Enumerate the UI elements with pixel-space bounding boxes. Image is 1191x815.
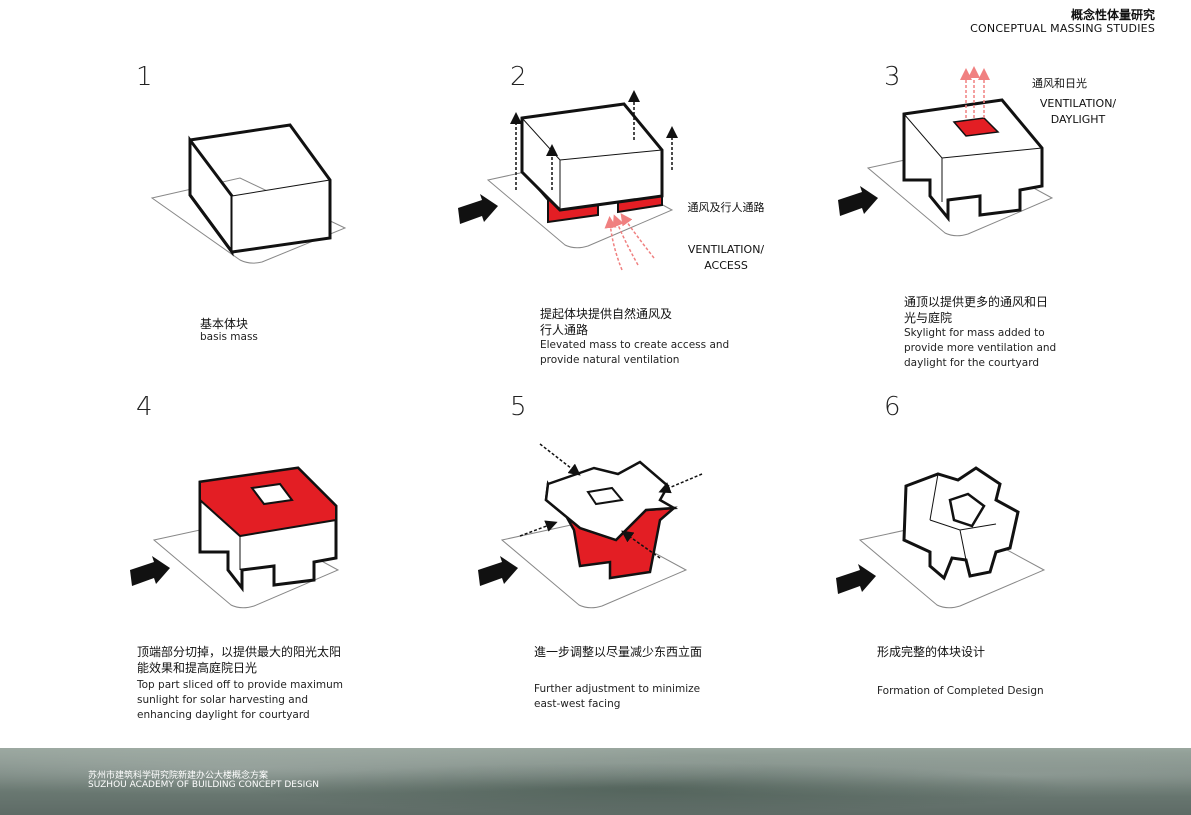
ground-plane-3 (866, 147, 1054, 237)
step-6-number: 6 (884, 392, 901, 422)
step-6-caption-en: Formation of Completed Design (877, 685, 1044, 697)
header-title-cn: 概念性体量研究 (1070, 8, 1155, 22)
ground-plane-6 (858, 519, 1046, 609)
step-3-caption-cn: 通顶以提供更多的通风和日光与庭院 (904, 295, 1049, 325)
mass-outline-1 (188, 123, 332, 254)
courtyard-opening-4 (250, 482, 294, 506)
wind-arrow-3 (838, 186, 878, 216)
footer-landscape-banner: 苏州市建筑科学研究院新建办公大楼概念方案 SUZHOU ACADEMY OF B… (0, 748, 1191, 815)
diagram-6 (836, 466, 1046, 609)
diagram-4 (130, 466, 340, 609)
wind-arrow-5 (478, 556, 518, 586)
step-3-caption-en: Skylight for mass added to provide more … (904, 327, 1057, 369)
step-6-caption-cn: 形成完整的体块设计 (877, 645, 986, 659)
step-2-label-cn: 通风及行人通路 (687, 201, 765, 214)
step-4-caption-en: Top part sliced off to provide maximum s… (137, 679, 344, 721)
wind-arrow-2 (458, 194, 498, 224)
step-5-number: 5 (510, 392, 527, 422)
ground-plane-2 (486, 159, 674, 249)
step-3-number: 3 (884, 62, 901, 92)
step-5-caption-en: Further adjustment to minimize east-west… (534, 683, 701, 710)
courtyard-opening-6 (948, 492, 986, 528)
step-2-caption-cn: 提起体块提供自然通风及行人通路 (540, 307, 673, 337)
step-1-caption-en: basis mass (200, 331, 258, 343)
ground-plane-5 (500, 519, 688, 609)
step-3-label-en: VENTILATION/ DAYLIGHT (1039, 97, 1117, 126)
step-2-number: 2 (510, 62, 527, 92)
step-1-number: 1 (136, 62, 153, 92)
wind-arrow-4 (130, 556, 170, 586)
mass-side-1 (188, 135, 234, 257)
wind-arrow-6 (836, 564, 876, 594)
footer-title-en: SUZHOU ACADEMY OF BUILDING CONCEPT DESIG… (88, 780, 320, 790)
step-2-caption-en: Elevated mass to create access and provi… (540, 339, 730, 366)
header-title-en: CONCEPTUAL MASSING STUDIES (970, 22, 1155, 35)
step-5-caption-cn: 進一步调整以尽量减少东西立面 (534, 645, 703, 659)
diagram-1 (150, 123, 347, 264)
step-1-caption-cn: 基本体块 (200, 317, 249, 331)
diagram-2 (458, 90, 678, 271)
step-4-caption-cn: 顶端部分切掉，以提供最大的阳光太阳能效果和提高庭院日光 (137, 645, 342, 675)
step-4-number: 4 (136, 392, 153, 422)
diagram-5 (478, 443, 703, 609)
step-3-label-cn: 通风和日光 (1032, 77, 1087, 90)
mass-outline-3 (902, 98, 1044, 223)
skylight-red-3 (952, 117, 1000, 137)
diagram-3 (838, 66, 1054, 237)
footer-title-cn: 苏州市建筑科学研究院新建办公大楼概念方案 (88, 771, 269, 781)
courtyard-opening-5 (586, 486, 624, 506)
step-2-label-en: VENTILATION/ ACCESS (687, 243, 765, 272)
